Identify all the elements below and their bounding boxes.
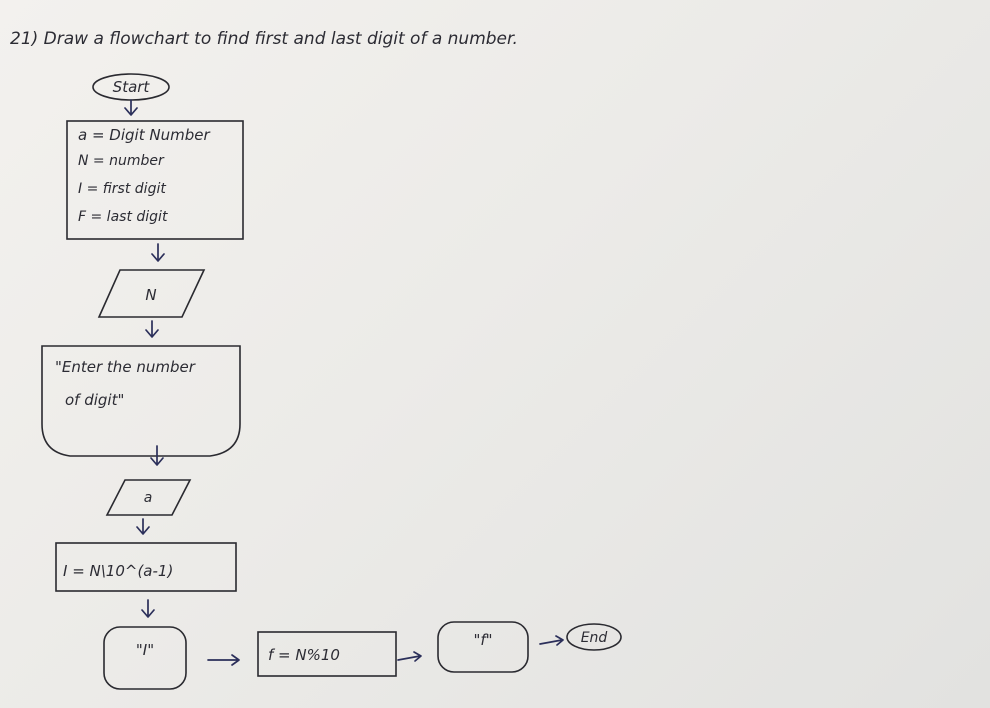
input-a-label: a: [144, 490, 153, 506]
output-last-label: "f": [473, 631, 492, 649]
declare-line-2: N = number: [78, 153, 165, 169]
arrow-start-to-declare: [124, 99, 138, 116]
arrow-declare-to-input-n: [151, 243, 165, 262]
input-n-node: N: [97, 269, 206, 318]
output-first-label: "I": [136, 641, 154, 659]
declare-line-4: F = last digit: [78, 209, 168, 225]
arrow-process-first-to-output-first: [141, 599, 155, 618]
prompt-node: "Enter the number of digit": [41, 345, 241, 457]
output-first-node: "I": [103, 626, 187, 690]
arrow-input-a-to-process-first: [136, 518, 150, 535]
start-label: Start: [113, 78, 151, 96]
process-first-node: I = N\10^(a-1): [55, 542, 237, 592]
input-n-label: N: [145, 286, 156, 304]
prompt-line-1: "Enter the number: [55, 358, 196, 376]
declare-line-3: I = first digit: [78, 181, 166, 197]
process-first-label: I = N\10^(a-1): [63, 562, 173, 580]
output-last-node: "f": [437, 621, 529, 673]
arrow-output-last-to-end: [539, 635, 564, 646]
process-last-label: f = N%10: [268, 646, 340, 664]
declare-node: a = Digit Number N = number I = first di…: [66, 120, 244, 240]
question-title: 21) Draw a flowchart to find first and l…: [10, 29, 518, 49]
arrow-output-first-to-process-last: [207, 654, 240, 666]
arrow-process-last-to-output-last: [397, 651, 422, 662]
arrow-input-n-to-prompt: [145, 320, 159, 338]
input-a-node: a: [105, 479, 192, 516]
declare-line-1: a = Digit Number: [78, 126, 210, 144]
prompt-line-2: of digit": [65, 391, 124, 409]
arrow-prompt-to-input-a: [150, 445, 164, 466]
start-node: Start: [92, 73, 170, 101]
process-last-node: f = N%10: [257, 631, 397, 677]
end-node: End: [566, 623, 622, 651]
end-label: End: [581, 630, 608, 646]
